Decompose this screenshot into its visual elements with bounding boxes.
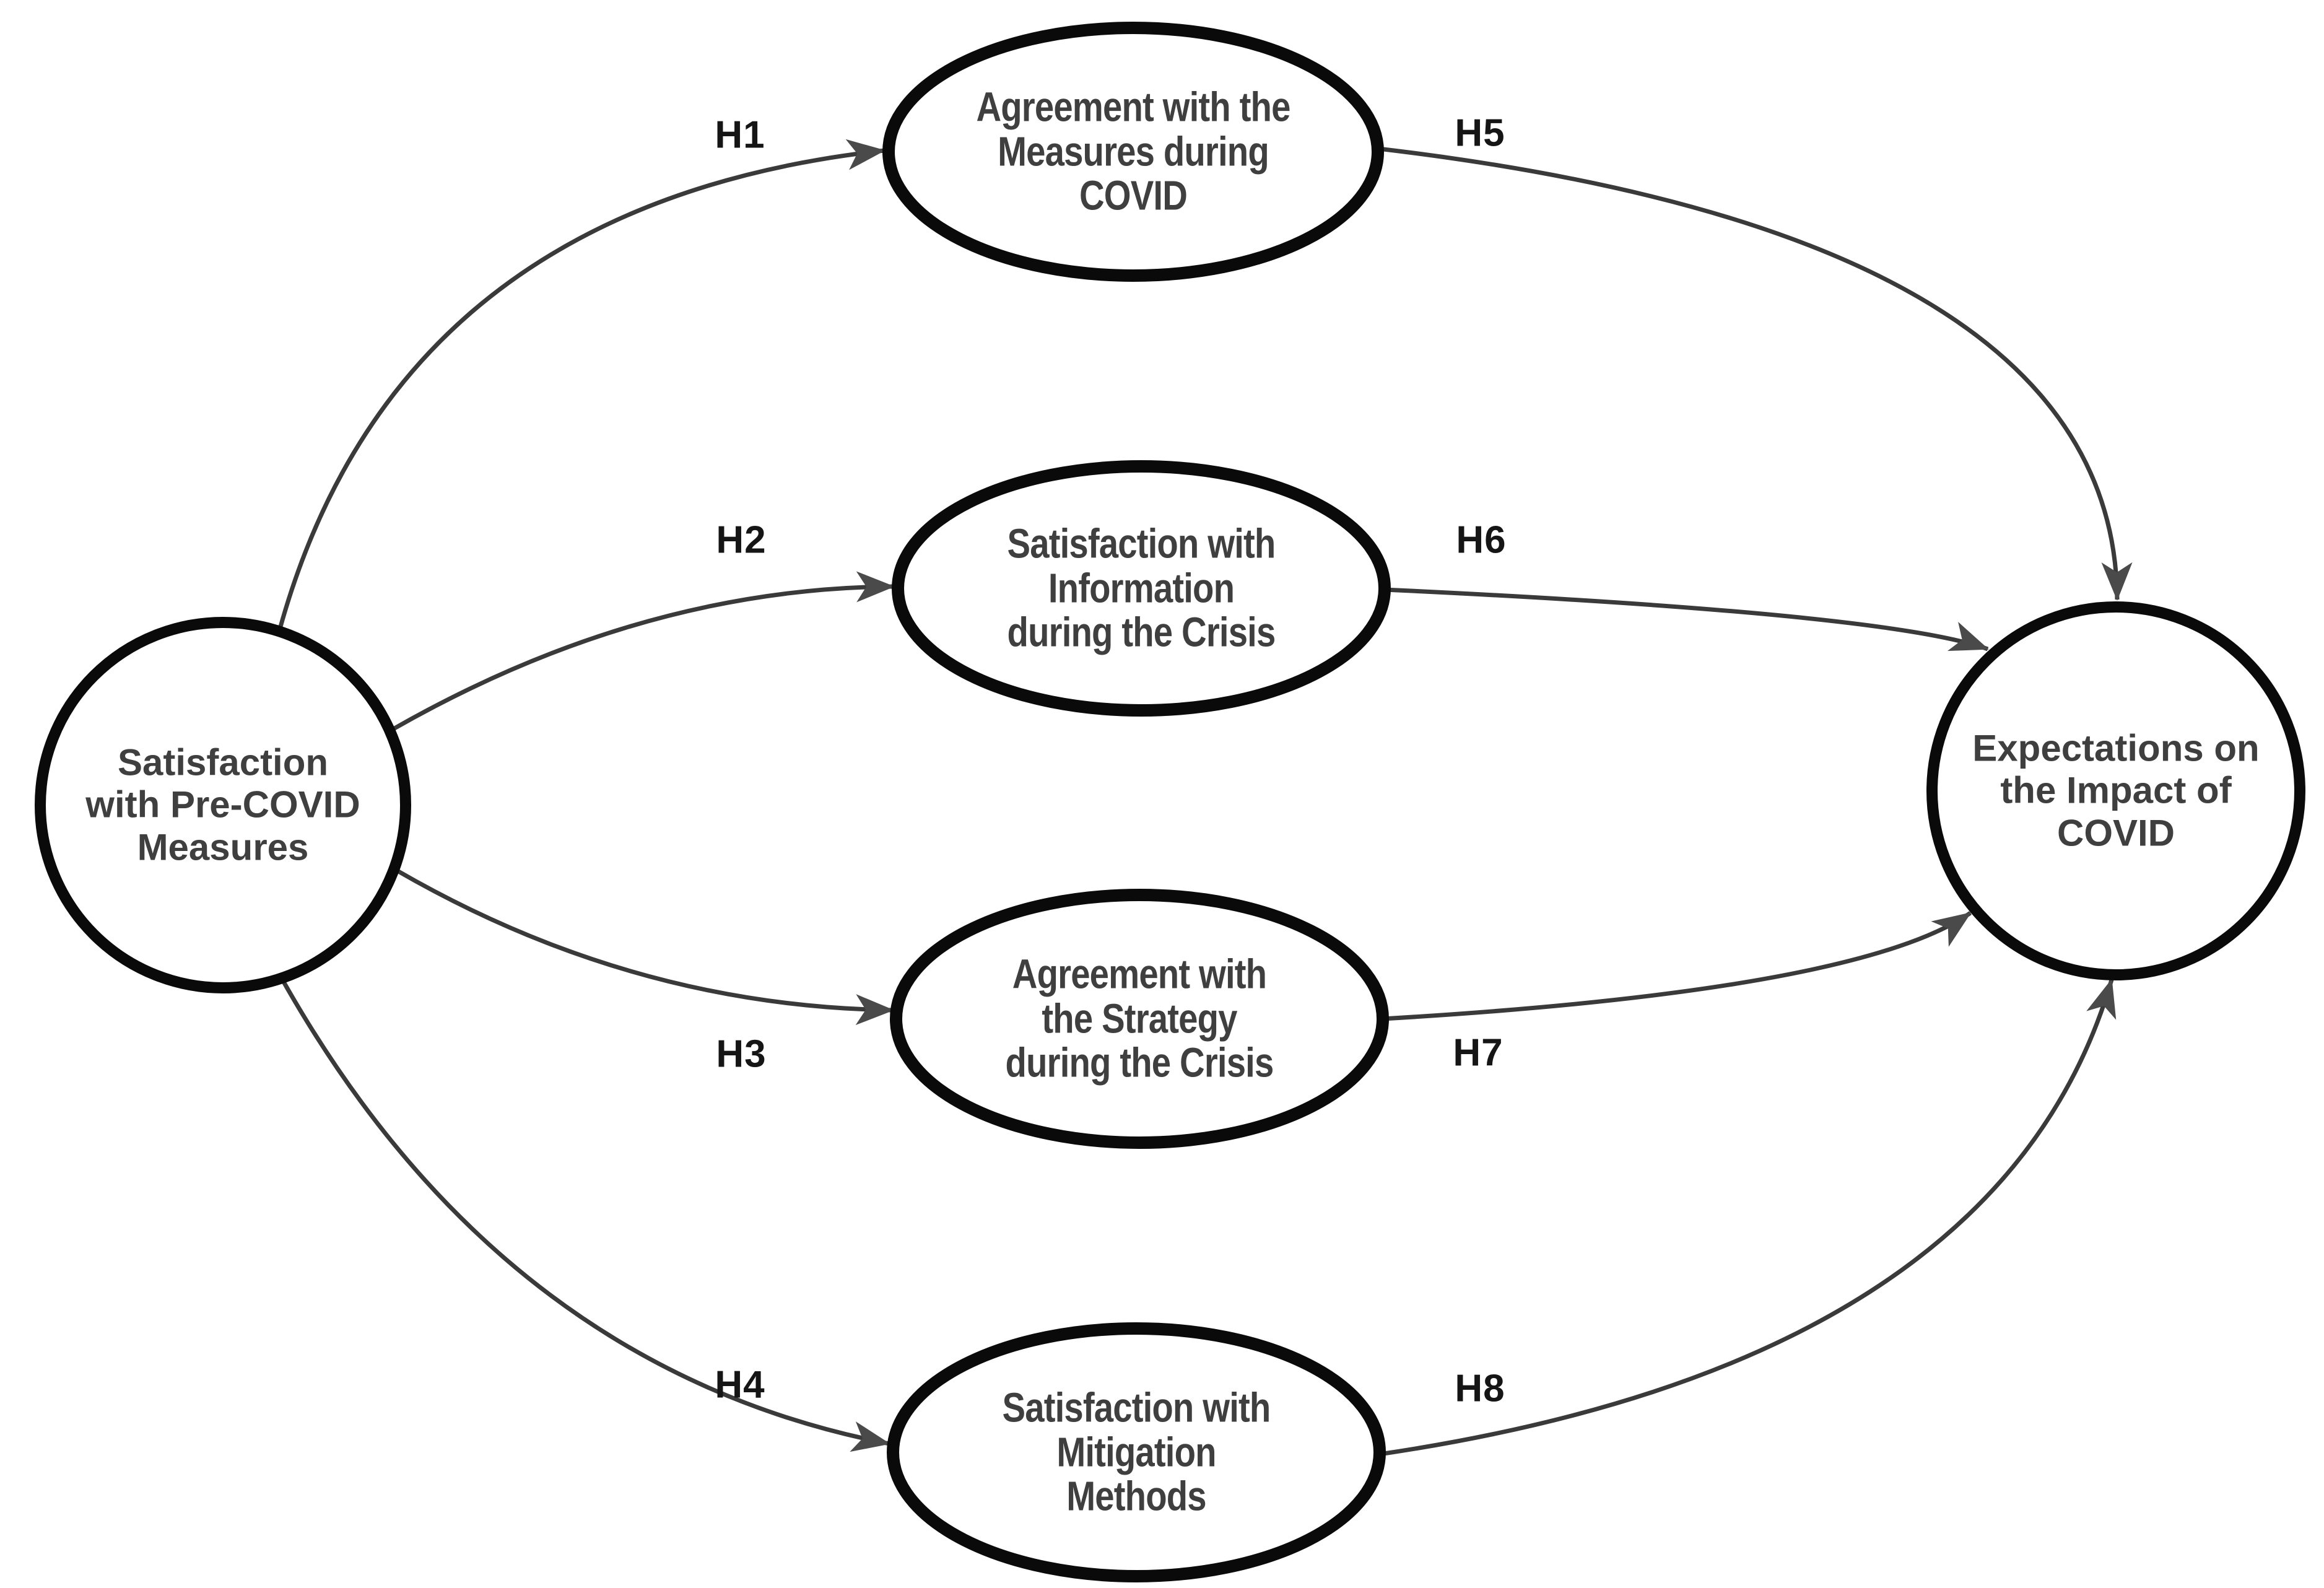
node-outline-information-crisis <box>892 460 1391 717</box>
arrow-h6 <box>1384 587 1989 652</box>
node-outline-mitigation-methods <box>887 1322 1386 1582</box>
arrow-h1 <box>277 139 886 632</box>
arrow-h4 <box>279 977 890 1452</box>
node-outline-measures-covid <box>882 22 1384 282</box>
arrow-h2 <box>389 571 895 733</box>
arrow-h5 <box>1378 146 2133 601</box>
arrow-h7 <box>1382 911 1972 1021</box>
node-outline-expectations-impact <box>1926 601 2305 980</box>
arrow-h3 <box>395 868 894 1026</box>
node-outline-pre-covid <box>35 617 411 993</box>
arrow-h8 <box>1379 979 2117 1457</box>
node-outline-strategy-crisis <box>890 889 1389 1149</box>
